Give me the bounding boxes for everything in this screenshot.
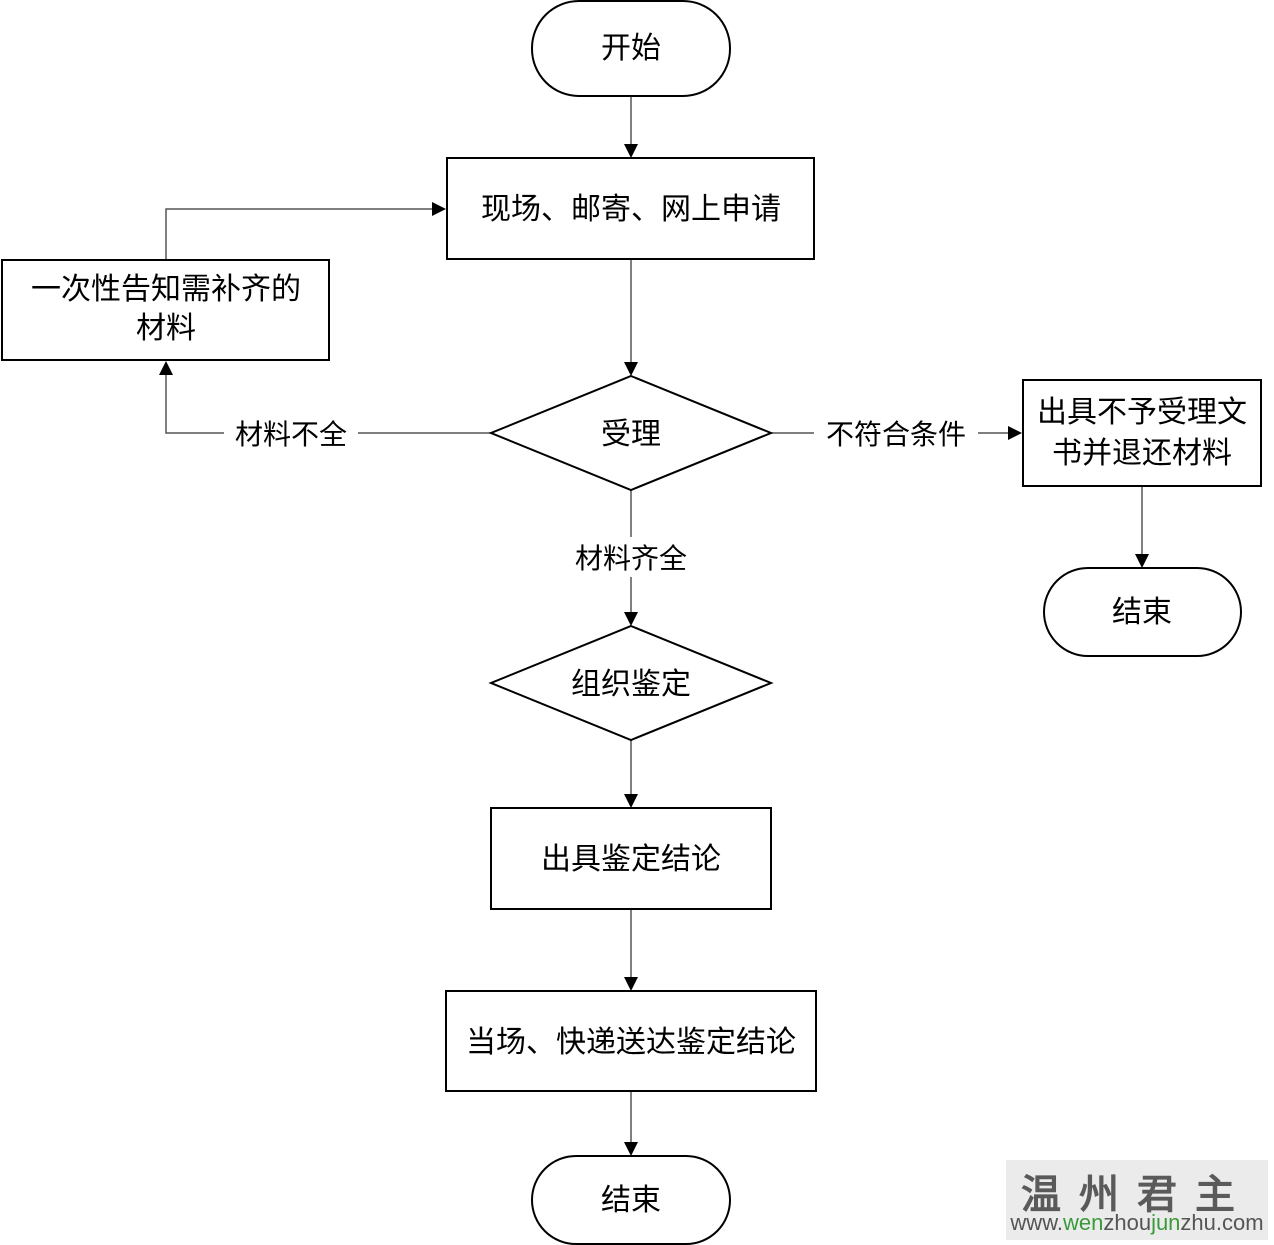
node-reject: 出具不予受理文 书并退还材料 [1022, 379, 1262, 487]
node-notify: 一次性告知需补齐的 材料 [1, 259, 330, 361]
node-organize-label: 组织鉴定 [571, 667, 691, 702]
node-reject-line-2: 书并退还材料 [1052, 436, 1232, 471]
node-organize: 组织鉴定 [488, 624, 774, 742]
node-end-right-label: 结束 [1112, 595, 1172, 630]
watermark-url: www.wenzhoujunzhu.com [1006, 1210, 1268, 1236]
arrowhead-apply [624, 144, 638, 158]
node-notify-line-1: 一次性告知需补齐的 [31, 272, 301, 307]
node-deliver-label: 当场、快递送达鉴定结论 [466, 1025, 796, 1060]
node-notify-line-2: 材料 [136, 311, 196, 346]
arrowhead-end-bottom [624, 1142, 638, 1156]
arrowhead-end-right [1135, 554, 1149, 568]
arrowhead-notify [159, 361, 173, 375]
node-apply-label: 现场、邮寄、网上申请 [481, 192, 781, 227]
watermark-url-part: zhou [1103, 1210, 1152, 1235]
node-apply: 现场、邮寄、网上申请 [446, 157, 815, 260]
node-end-right: 结束 [1043, 567, 1242, 657]
node-reject-line-1: 出具不予受理文 [1037, 395, 1247, 430]
watermark-logo: 温州君主 www.wenzhoujunzhu.com [1006, 1160, 1268, 1240]
watermark-url-part: zhu.com [1180, 1210, 1264, 1235]
node-deliver: 当场、快递送达鉴定结论 [445, 990, 817, 1092]
node-end-bottom-label: 结束 [601, 1183, 661, 1218]
edge-notify-to-apply [165, 208, 434, 260]
watermark-url-part: www. [1010, 1210, 1063, 1235]
node-start-label: 开始 [601, 31, 661, 66]
arrowhead-apply-loop [432, 202, 446, 216]
arrowhead-accept [624, 362, 638, 376]
edges: 材料不全 不符合条件 材料齐全 [159, 96, 1149, 1156]
watermark-url-part: wen [1062, 1210, 1104, 1235]
node-conclusion-label: 出具鉴定结论 [541, 842, 721, 877]
watermark-title: 温州君主 [1021, 1171, 1253, 1218]
watermark-url-part: jun [1151, 1210, 1181, 1235]
edge-label-incomplete: 材料不全 [235, 418, 347, 451]
node-accept: 受理 [488, 374, 774, 492]
arrowhead-conclusion [624, 794, 638, 808]
node-accept-label: 受理 [601, 417, 661, 452]
arrowhead-reject [1008, 426, 1022, 440]
node-start: 开始 [531, 0, 731, 97]
node-conclusion: 出具鉴定结论 [490, 807, 772, 910]
arrowhead-deliver [624, 977, 638, 991]
edge-label-ineligible: 不符合条件 [826, 418, 966, 451]
edge-accept-to-notify [165, 372, 491, 434]
edge-label-complete: 材料齐全 [575, 542, 687, 575]
node-end-bottom: 结束 [531, 1155, 731, 1245]
arrowhead-organize [624, 612, 638, 626]
